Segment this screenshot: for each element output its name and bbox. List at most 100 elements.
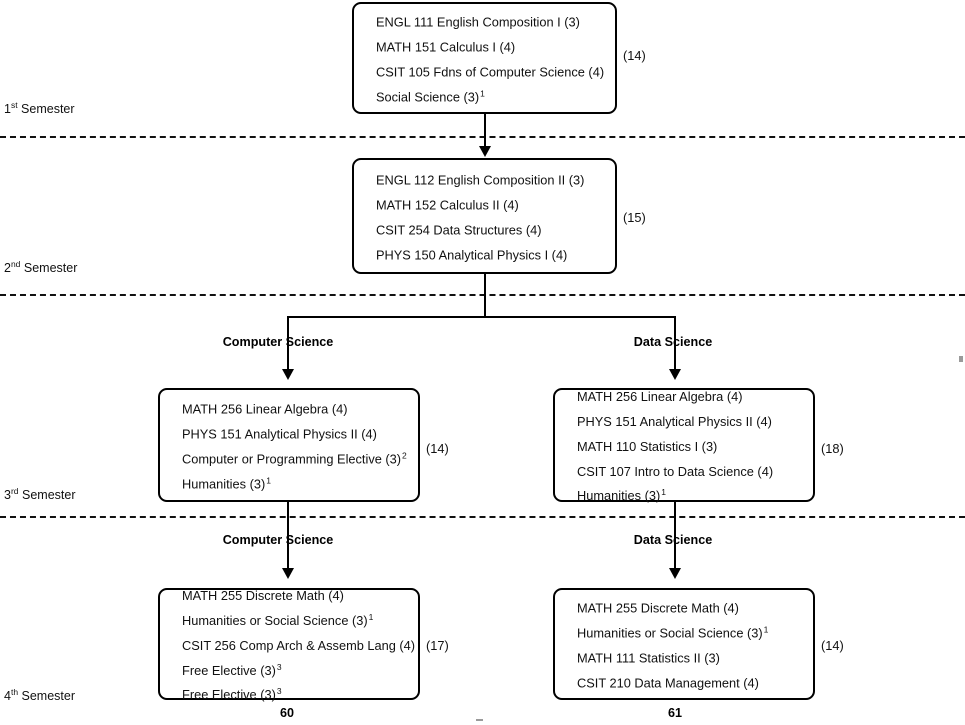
connector-sem3-to-sem4-cs (287, 502, 289, 569)
course-footnote-marker: 1 (763, 624, 769, 635)
scan-artifact-right (959, 356, 963, 362)
credit-total-semester-4-computer-science: (17) (426, 638, 449, 653)
credit-total-semester-1: (14) (623, 48, 646, 63)
course-footnote-marker (584, 171, 585, 181)
connector-sem2-trunk (484, 274, 486, 317)
connector-sem3-to-sem4-ds (674, 502, 676, 569)
semester-divider-1 (0, 136, 965, 138)
program-total-data-science: 61 (667, 706, 683, 720)
credit-total-semester-4-data-science: (14) (821, 638, 844, 653)
course-item: Humanities (3)1 (577, 487, 666, 504)
track-label-computer-science-sem4: Computer Science (222, 533, 334, 547)
course-footnote-marker (567, 246, 568, 256)
course-item: Humanities (3)1 (182, 474, 271, 492)
course-item: Humanities or Social Science (3)1 (577, 624, 769, 641)
course-footnote-marker (348, 400, 349, 410)
course-footnote-marker (604, 63, 605, 73)
course-box-semester-3-data-science: MATH 256 Linear Algebra (4) PHYS 151 Ana… (553, 388, 815, 504)
semester-2-ordinal: nd (10, 259, 21, 269)
semester-2-suffix: Semester (20, 261, 78, 276)
course-footnote-marker: 1 (368, 611, 374, 622)
course-item: Social Science (3)1 (376, 87, 485, 105)
course-footnote-marker (541, 221, 542, 231)
arrowhead-sem1-to-sem2 (479, 146, 491, 157)
course-item: ENGL 111 English Composition I (3) (376, 13, 581, 30)
semester-4-ordinal: th (10, 687, 19, 697)
course-item: MATH 255 Discrete Math (4) (182, 587, 345, 604)
course-item: CSIT 256 Comp Arch & Assemb Lang (4) (182, 637, 416, 653)
course-item: PHYS 151 Analytical Physics II (4) (182, 425, 378, 442)
course-footnote-marker (415, 637, 416, 647)
semester-1-ordinal: st (10, 100, 18, 110)
course-box-semester-3-computer-science: MATH 256 Linear Algebra (4) PHYS 151 Ana… (158, 388, 420, 502)
course-item: Computer or Programming Elective (3)2 (182, 450, 407, 467)
semester-4-number: 4 (4, 689, 11, 704)
course-item: MATH 152 Calculus II (4) (376, 196, 520, 213)
course-item: ENGL 112 English Composition II (3) (376, 171, 585, 188)
course-item: Free Elective (3)3 (182, 661, 282, 678)
course-item: Free Elective (3)3 (182, 686, 282, 703)
course-item: CSIT 105 Fdns of Computer Science (4) (376, 64, 605, 80)
course-footnote-marker: 1 (661, 487, 666, 498)
course-footnote-marker: 2 (402, 450, 407, 460)
course-box-semester-4-data-science: MATH 255 Discrete Math (4) Humanities or… (553, 588, 815, 700)
course-footnote-marker: 1 (266, 474, 271, 485)
course-footnote-marker (377, 425, 378, 435)
arrowhead-sem3-to-sem4-ds (669, 568, 681, 579)
course-item: MATH 255 Discrete Math (4) (577, 599, 740, 616)
semester-label-2: 2nd Semester (4, 259, 77, 275)
credit-total-semester-2: (15) (623, 210, 646, 225)
track-label-data-science-sem3: Data Science (633, 335, 713, 349)
course-item: MATH 111 Statistics II (3) (577, 649, 721, 666)
course-item: PHYS 151 Analytical Physics II (4) (577, 413, 773, 429)
semester-label-3: 3rd Semester (4, 486, 75, 502)
course-item: CSIT 210 Data Management (4) (577, 674, 760, 691)
semester-4-suffix: Semester (18, 689, 76, 704)
arrowhead-sem3-to-sem4-cs (282, 568, 294, 579)
course-box-semester-2: ENGL 112 English Composition II (3) MATH… (352, 158, 617, 274)
course-footnote-marker (720, 649, 721, 659)
course-footnote-marker (519, 196, 520, 206)
course-footnote-marker (759, 674, 760, 684)
course-footnote-marker (772, 413, 773, 423)
track-label-computer-science-sem3: Computer Science (222, 335, 334, 349)
course-footnote-marker (344, 587, 345, 597)
course-box-semester-4-computer-science: MATH 255 Discrete Math (4) Humanities or… (158, 588, 420, 703)
connector-sem2-branch-bar (287, 316, 675, 318)
connector-sem1-to-sem2 (484, 114, 486, 147)
course-footnote-marker (580, 13, 581, 23)
course-footnote-marker (743, 388, 744, 398)
semester-divider-2 (0, 294, 965, 296)
course-item: PHYS 150 Analytical Physics I (4) (376, 246, 568, 263)
course-footnote-marker (739, 599, 740, 609)
course-footnote-marker (717, 438, 718, 448)
semester-divider-3 (0, 516, 965, 518)
semester-1-suffix: Semester (17, 102, 75, 117)
course-item: CSIT 254 Data Structures (4) (376, 221, 542, 238)
semester-1-number: 1 (4, 102, 11, 117)
course-item: MATH 256 Linear Algebra (4) (577, 388, 744, 405)
course-item: CSIT 107 Intro to Data Science (4) (577, 462, 774, 479)
semester-2-number: 2 (4, 261, 11, 276)
track-label-data-science-sem4: Data Science (633, 533, 713, 547)
course-item: MATH 151 Calculus I (4) (376, 39, 516, 55)
scan-artifact-bottom (476, 719, 483, 721)
connector-sem2-to-sem3-ds (674, 316, 676, 370)
arrowhead-sem2-to-sem3-ds (669, 369, 681, 380)
arrowhead-sem2-to-sem3-cs (282, 369, 294, 380)
course-item: Humanities or Social Science (3)1 (182, 611, 374, 628)
semester-3-number: 3 (4, 488, 11, 503)
course-footnote-marker (773, 462, 774, 472)
semester-3-suffix: Semester (18, 488, 76, 503)
semester-label-4: 4th Semester (4, 687, 75, 703)
semester-3-ordinal: rd (10, 486, 19, 496)
course-item: MATH 256 Linear Algebra (4) (182, 400, 349, 417)
course-box-semester-1: ENGL 111 English Composition I (3) MATH … (352, 2, 617, 114)
program-total-computer-science: 60 (279, 706, 295, 720)
course-footnote-marker: 3 (276, 686, 282, 697)
course-item: MATH 110 Statistics I (3) (577, 438, 718, 454)
credit-total-semester-3-computer-science: (14) (426, 441, 449, 456)
course-footnote-marker: 3 (276, 661, 282, 672)
semester-label-1: 1st Semester (4, 100, 75, 116)
